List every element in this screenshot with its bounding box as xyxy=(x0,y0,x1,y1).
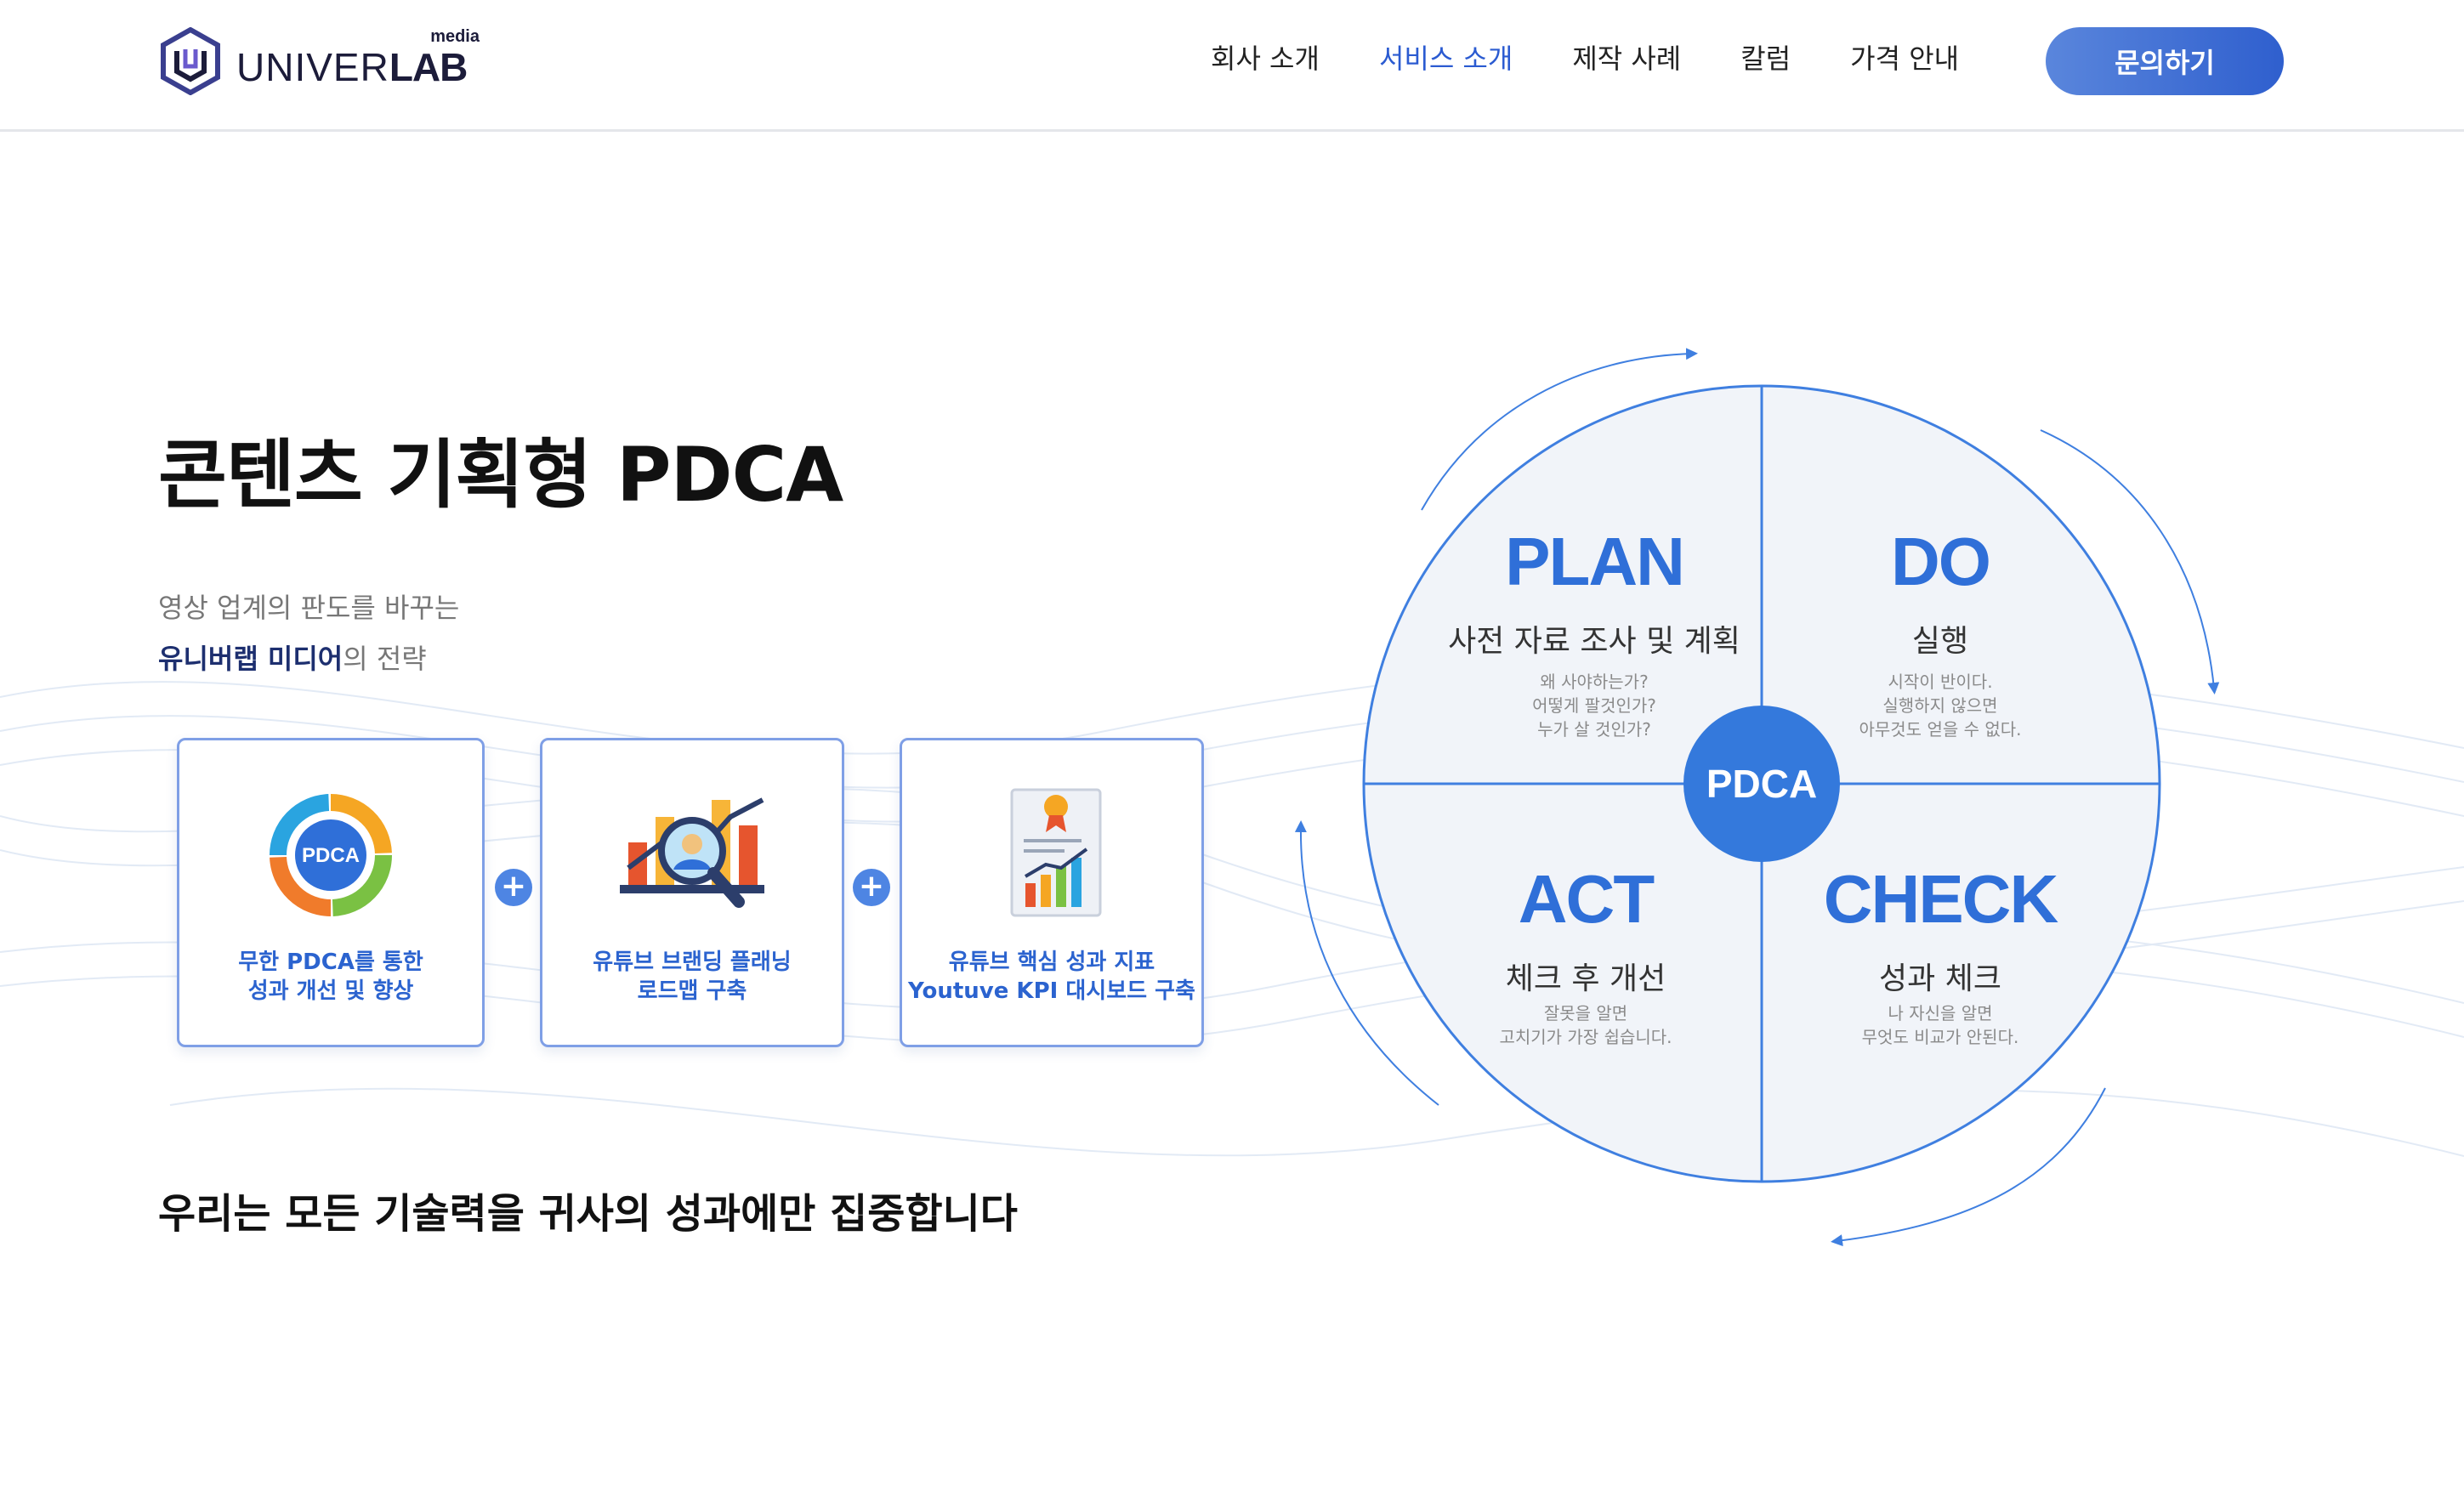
contact-button[interactable]: 문의하기 xyxy=(2046,27,2284,95)
quadrant-act-desc: 잘못을 알면 고치기가 가장 쉽습니다. xyxy=(1499,1003,1672,1047)
pdca-center-badge: PDCA xyxy=(1683,706,1840,862)
tagline-part2: 에만 집중합니다 xyxy=(741,1190,1018,1238)
quadrant-do-subtitle: 실행 xyxy=(1911,624,1969,659)
site-header: media UNIVERLAB 회사 소개 서비스 소개 제작 사례 칼럼 가격… xyxy=(0,0,2464,132)
feature-card-kpi[interactable]: 유튜브 핵심 성과 지표 Youtuve KPI 대시보드 구축 xyxy=(900,738,1204,1047)
logo-mark-icon xyxy=(161,27,220,95)
feature-card-label: 유튜브 핵심 성과 지표 Youtuve KPI 대시보드 구축 xyxy=(908,950,1195,1004)
logo-media-text: media xyxy=(430,27,480,46)
nav-item-services[interactable]: 서비스 소개 xyxy=(1378,43,1513,75)
main-nav: 회사 소개 서비스 소개 제작 사례 칼럼 가격 안내 xyxy=(1211,37,2018,77)
feature-card-label: 유튜브 브랜딩 플래닝 로드맵 구축 xyxy=(593,950,792,1004)
nav-item-company[interactable]: 회사 소개 xyxy=(1211,43,1320,75)
nav-item-column[interactable]: 칼럼 xyxy=(1740,43,1791,75)
quadrant-plan-title: PLAN xyxy=(1505,524,1685,599)
logo-word-main: UNIVER xyxy=(236,45,389,89)
quadrant-check-title: CHECK xyxy=(1823,861,2058,937)
feature-card-pdca[interactable]: PDCA 무한 PDCA를 통한 성과 개선 및 향상 xyxy=(177,738,485,1047)
cycle-arrow-left xyxy=(1294,820,1439,1106)
cycle-arrow-bottom xyxy=(1831,1087,2106,1247)
cycle-arrow-top xyxy=(1421,348,1698,511)
quadrant-plan-subtitle: 사전 자료 조사 및 계획 xyxy=(1448,624,1740,659)
feature-card-label: 무한 PDCA를 통한 성과 개선 및 향상 xyxy=(238,950,423,1004)
univerlab-logo[interactable]: media UNIVERLAB xyxy=(160,22,483,95)
page-title: 콘텐츠 기획형 PDCA xyxy=(158,431,843,519)
quadrant-act-title: ACT xyxy=(1518,861,1655,937)
logo-word: UNIVERLAB xyxy=(236,44,468,90)
report-award-icon xyxy=(1010,788,1102,917)
quadrant-plan-desc: 왜 사야하는가? 어떻게 팔것인가? 누가 살 것인가? xyxy=(1532,672,1656,740)
quadrant-check-subtitle: 성과 체크 xyxy=(1879,961,2001,996)
feature-card-branding[interactable]: 유튜브 브랜딩 플래닝 로드맵 구축 xyxy=(540,738,844,1047)
nav-item-pricing[interactable]: 가격 안내 xyxy=(1850,43,1960,75)
quadrant-check-desc: 나 자신을 알면 무엇도 비교가 안된다. xyxy=(1861,1003,2019,1047)
quadrant-do-desc: 시작이 반이다. 실행하지 않으면 아무것도 얻을 수 없다. xyxy=(1859,672,2022,740)
logo-wordmark: media UNIVERLAB xyxy=(236,22,483,90)
chart-magnifier-icon xyxy=(620,797,764,908)
tagline: 우리는 모든 기술력을 귀사의 성과에만 집중합니다 xyxy=(158,1180,1018,1239)
quadrant-do-title: DO xyxy=(1891,524,1991,599)
tagline-part1: 우리는 모든 기술력을 xyxy=(158,1190,539,1238)
pdca-icon-text: PDCA xyxy=(302,844,360,867)
hero-brand-name: 유니버랩 미디어 xyxy=(158,643,343,675)
plus-icon: + xyxy=(853,869,890,906)
plus-icon: + xyxy=(495,869,532,906)
hero-subtitle-line2: 유니버랩 미디어의 전략 xyxy=(158,638,427,677)
hero-subtitle-line1: 영상 업계의 판도를 바꾸는 xyxy=(158,592,460,624)
tagline-strong: 귀사의 성과 xyxy=(538,1190,741,1238)
nav-item-portfolio[interactable]: 제작 사례 xyxy=(1572,43,1682,75)
quadrant-act-subtitle: 체크 후 개선 xyxy=(1505,961,1666,996)
logo-word-bold: LAB xyxy=(389,45,468,89)
cycle-arrow-right xyxy=(2040,429,2220,694)
pdca-cycle-icon: PDCA xyxy=(270,794,392,916)
hero-subtitle-rest: 의 전략 xyxy=(343,643,427,675)
